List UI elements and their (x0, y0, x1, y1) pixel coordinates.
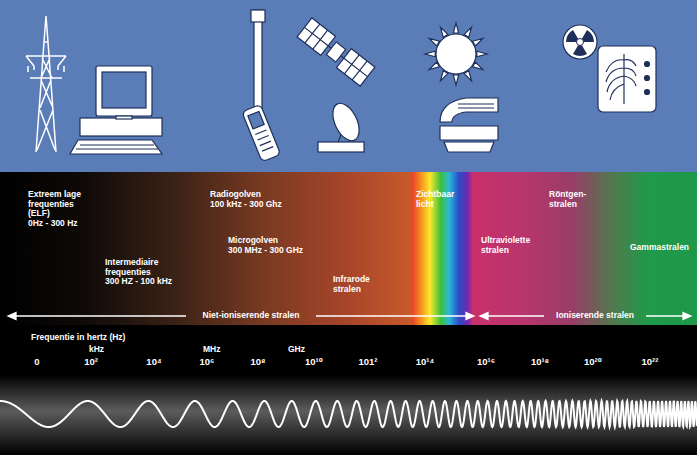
band-label: Infrarode stralen (333, 275, 370, 294)
wave-panel (0, 375, 697, 455)
band-label: Extreem lage frequenties (ELF) 0Hz - 300… (28, 190, 81, 228)
band-label: Gammastralen (630, 243, 689, 253)
axis-tick-label: 10¹⁴ (416, 357, 434, 368)
sunbed-foot (444, 142, 494, 152)
axis-tick-label: 10⁴ (146, 357, 161, 368)
arrow-head (480, 313, 488, 320)
axis-title: Frequentie in hertz (Hz) (31, 333, 125, 343)
axis-tick-label: 10¹⁸ (531, 357, 549, 368)
spectrum-band (0, 172, 697, 325)
keyboard-keys (76, 145, 158, 149)
range-label: Niet-ioniserende stralen (203, 311, 300, 321)
antenna-mast (254, 10, 262, 114)
antenna-phone-icon (242, 10, 281, 162)
band-label: Microgolven 300 MHz - 300 GHz (228, 236, 303, 255)
wave-line (0, 401, 697, 427)
radiation-centre (577, 39, 584, 46)
unit-label: kHz (89, 345, 104, 355)
axis-tick-label: 101² (358, 357, 377, 368)
radiation-disc (563, 25, 597, 59)
satellite-dish-icon (318, 99, 364, 152)
axis-tick-label: 10²⁰ (584, 357, 602, 368)
axis-tick-label: 10² (84, 357, 98, 368)
monitor-stand (116, 116, 132, 119)
visible-light-band (412, 172, 472, 325)
sun-icon (425, 23, 487, 85)
band-label: Radiogolven 100 kHz - 300 Ghz (210, 190, 282, 209)
dish-base (318, 142, 364, 152)
computer-monitor (96, 66, 152, 116)
arrow-head (8, 313, 16, 320)
sun-rays (425, 23, 487, 85)
computer-case (80, 118, 162, 136)
sunbed-base (440, 126, 498, 140)
sun-disc (436, 34, 476, 74)
computer-keyboard (70, 140, 162, 154)
radiation-blades (566, 30, 594, 56)
pylon-insulators (28, 66, 64, 72)
xray-panel (598, 46, 656, 112)
axis-tick-label: 10¹⁶ (477, 357, 495, 368)
range-label: Ioniserende stralen (556, 311, 634, 321)
axis-band (0, 325, 697, 375)
band-label: Röntgen- stralen (549, 190, 586, 209)
range-line (14, 315, 186, 316)
sunbed-icon (440, 98, 498, 152)
axis-tick-label: 10⁸ (250, 357, 265, 368)
xray-button (645, 62, 650, 67)
pylon-frame (26, 16, 66, 152)
radiation-symbol (563, 25, 597, 59)
axis-tick-label: 10¹⁰ (305, 357, 323, 368)
panel-grid (297, 18, 375, 86)
band-label: Ultraviolette stralen (481, 236, 530, 255)
arrow-head (683, 313, 691, 320)
range-line (646, 315, 684, 316)
dish-bowl (328, 99, 365, 145)
axis-tick-label: 10²² (642, 357, 659, 368)
unit-label: GHz (288, 345, 305, 355)
band-label: Intermediaire frequenties 300 HZ - 100 k… (105, 258, 172, 287)
unit-label: MHz (203, 345, 220, 355)
icon-panel (0, 0, 697, 172)
computer-icon (70, 66, 162, 154)
range-line (486, 315, 544, 316)
computer-screen (102, 72, 146, 108)
sunbed-lamps (458, 104, 494, 108)
power-pylon-icon (26, 16, 66, 152)
band-label: Zichtbaar licht (416, 190, 454, 209)
range-line (316, 315, 468, 316)
axis-tick-label: 10⁶ (200, 357, 215, 368)
antenna-top (251, 10, 265, 22)
xray-ribs (606, 54, 636, 104)
sunbed-lid (440, 98, 498, 122)
phone-screen (248, 111, 264, 128)
phone-keys (255, 130, 273, 151)
xray-button (645, 76, 650, 81)
satellite-icon (297, 18, 375, 86)
mobile-phone (242, 104, 281, 162)
axis-tick-label: 0 (34, 357, 39, 368)
phone-body (242, 104, 281, 162)
xray-icon (598, 46, 656, 112)
arrow-head (466, 313, 474, 320)
xray-button (645, 90, 650, 95)
